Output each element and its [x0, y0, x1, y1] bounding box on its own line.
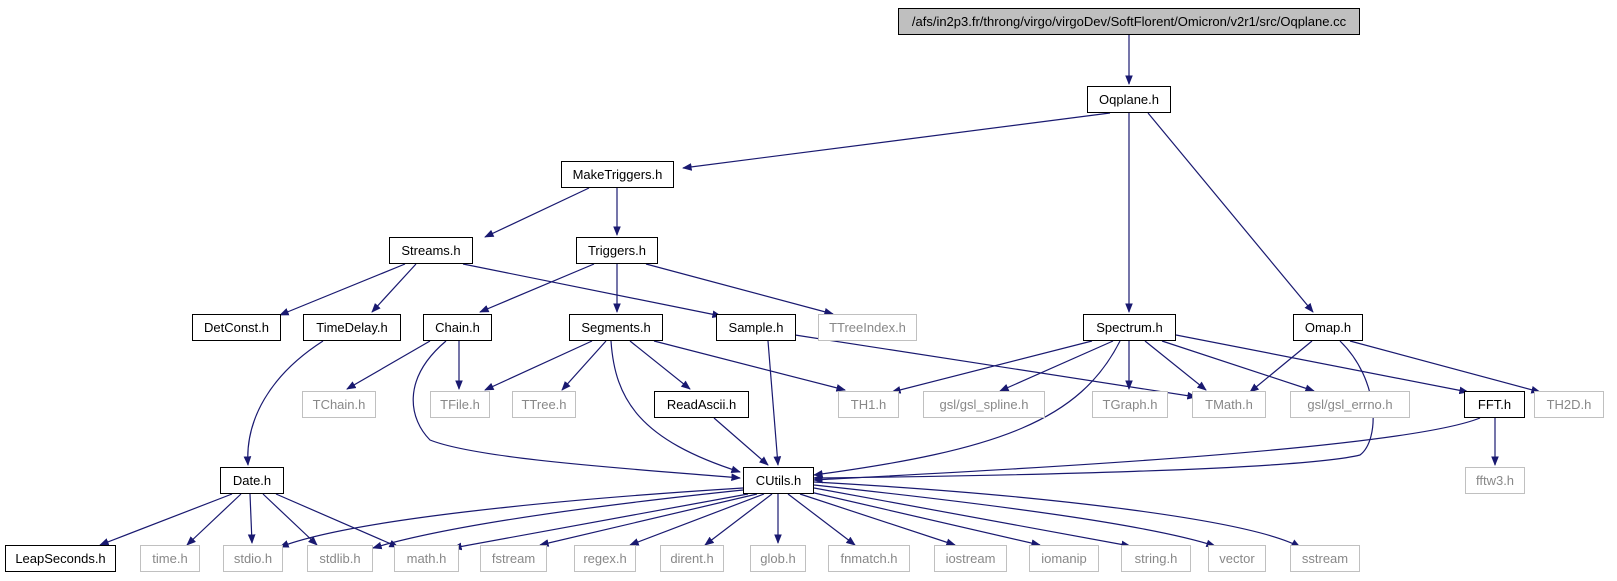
edge-cutils-fnmatch	[787, 493, 856, 546]
edge-streams-timedelay	[371, 263, 417, 313]
node-th1-h[interactable]: TH1.h	[838, 391, 899, 418]
edge-maketriggers-streams	[484, 187, 590, 238]
edge-streams-sample	[462, 263, 722, 319]
node-tgraph-h[interactable]: TGraph.h	[1092, 391, 1168, 418]
node-timedelay-h[interactable]: TimeDelay.h	[303, 314, 401, 341]
edge-cutils-sstream	[813, 481, 1301, 548]
edge-cutils-math	[452, 493, 749, 551]
node-fstream[interactable]: fstream	[480, 545, 547, 572]
edge-cutils-dirent	[704, 493, 773, 546]
edge-streams-detconst	[279, 263, 406, 316]
node-math-h[interactable]: math.h	[394, 545, 459, 572]
edge-spectrum-th1	[891, 340, 1093, 394]
node-spectrum-h[interactable]: Spectrum.h	[1083, 314, 1176, 341]
node-time-h[interactable]: time.h	[140, 545, 200, 572]
edge-chain-tchain	[346, 340, 431, 390]
edge-spectrum-cutils	[813, 340, 1121, 478]
node-chain-h[interactable]: Chain.h	[423, 314, 492, 341]
edge-segments-ttree	[561, 340, 607, 391]
edge-date-time	[186, 493, 242, 546]
edge-spectrum-fft	[1175, 334, 1469, 395]
edge-date-stdio	[247, 493, 256, 544]
node-glob-h[interactable]: glob.h	[750, 545, 806, 572]
node-fft-h[interactable]: FFT.h	[1464, 391, 1525, 418]
node-stdlib-h[interactable]: stdlib.h	[307, 545, 373, 572]
edge-fft-cutils	[813, 417, 1481, 484]
node-iostream[interactable]: iostream	[934, 545, 1007, 572]
node-gsl-spline-h[interactable]: gsl/gsl_spline.h	[923, 391, 1045, 418]
edge-omap-th2d	[1349, 340, 1541, 394]
edge-cutils-string	[813, 487, 1131, 549]
edge-spectrum-gslerrno	[1161, 340, 1315, 392]
edge-segments-cutils	[610, 340, 741, 474]
edge-cutils-vector	[813, 484, 1216, 548]
node-string-h[interactable]: string.h	[1121, 545, 1191, 572]
edge-cutils-regex	[629, 493, 765, 546]
edge-omap-tmath	[1249, 340, 1313, 393]
node-date-h[interactable]: Date.h	[220, 467, 284, 494]
edge-date-leapseconds	[99, 493, 233, 546]
node-segments-h[interactable]: Segments.h	[569, 314, 663, 341]
node-maketriggers-h[interactable]: MakeTriggers.h	[561, 161, 674, 188]
node-leapseconds-h[interactable]: LeapSeconds.h	[5, 545, 116, 572]
edge-timedelay-date	[243, 340, 324, 466]
node-sample-h[interactable]: Sample.h	[716, 314, 796, 341]
edge-segments-readascii	[629, 340, 691, 390]
edge-oqplane-maketriggers	[682, 112, 1111, 171]
edge-segments-th1	[653, 340, 846, 392]
node-omap-h[interactable]: Omap.h	[1293, 314, 1363, 341]
edge-spectrum-tmath	[1144, 340, 1207, 391]
node-th2d-h[interactable]: TH2D.h	[1534, 391, 1604, 418]
node-streams-h[interactable]: Streams.h	[389, 237, 473, 264]
node-iomanip[interactable]: iomanip	[1029, 545, 1099, 572]
edge-cutils-stdlib	[372, 489, 744, 550]
node-stdio-h[interactable]: stdio.h	[223, 545, 283, 572]
node-tchain-h[interactable]: TChain.h	[302, 391, 376, 418]
edge-cutils-iomanip	[809, 491, 1041, 547]
node-regex-h[interactable]: regex.h	[574, 545, 636, 572]
edge-cutils-fstream	[539, 493, 758, 547]
node-tfile-h[interactable]: TFile.h	[430, 391, 490, 418]
edge-triggers-chain	[479, 263, 595, 313]
node-gsl-errno-h[interactable]: gsl/gsl_errno.h	[1290, 391, 1410, 418]
node-ttree-h[interactable]: TTree.h	[512, 391, 576, 418]
node-triggers-h[interactable]: Triggers.h	[576, 237, 658, 264]
node-sstream[interactable]: sstream	[1290, 545, 1360, 572]
node-vector[interactable]: vector	[1208, 545, 1266, 572]
edge-date-stdlib	[262, 493, 318, 546]
edge-cutils-stdio	[279, 487, 744, 548]
node-cutils-h[interactable]: CUtils.h	[743, 467, 814, 494]
edge-sample-cutils	[767, 340, 782, 466]
node-dirent-h[interactable]: dirent.h	[660, 545, 724, 572]
edge-segments-tfile	[484, 340, 593, 391]
node-tmath-h[interactable]: TMath.h	[1192, 391, 1266, 418]
node-readascii-h[interactable]: ReadAscii.h	[654, 391, 749, 418]
node-fftw3-h[interactable]: fftw3.h	[1465, 467, 1525, 494]
edge-readascii-cutils	[713, 417, 769, 466]
edge-oqplane-omap	[1147, 112, 1314, 313]
node-oqplane-h[interactable]: Oqplane.h	[1087, 86, 1171, 113]
edge-spectrum-gslspline	[999, 340, 1114, 392]
node-fnmatch-h[interactable]: fnmatch.h	[828, 545, 910, 572]
edge-triggers-ttreeindex	[645, 263, 834, 316]
edge-chain-cutils	[412, 340, 741, 482]
edge-cutils-iostream	[799, 493, 956, 546]
node-oqplane-cc[interactable]: /afs/in2p3.fr/throng/virgo/virgoDev/Soft…	[898, 8, 1360, 35]
node-detconst-h[interactable]: DetConst.h	[192, 314, 281, 341]
node-ttreeindex-h[interactable]: TTreeIndex.h	[818, 314, 917, 341]
edge-date-math	[275, 493, 399, 548]
